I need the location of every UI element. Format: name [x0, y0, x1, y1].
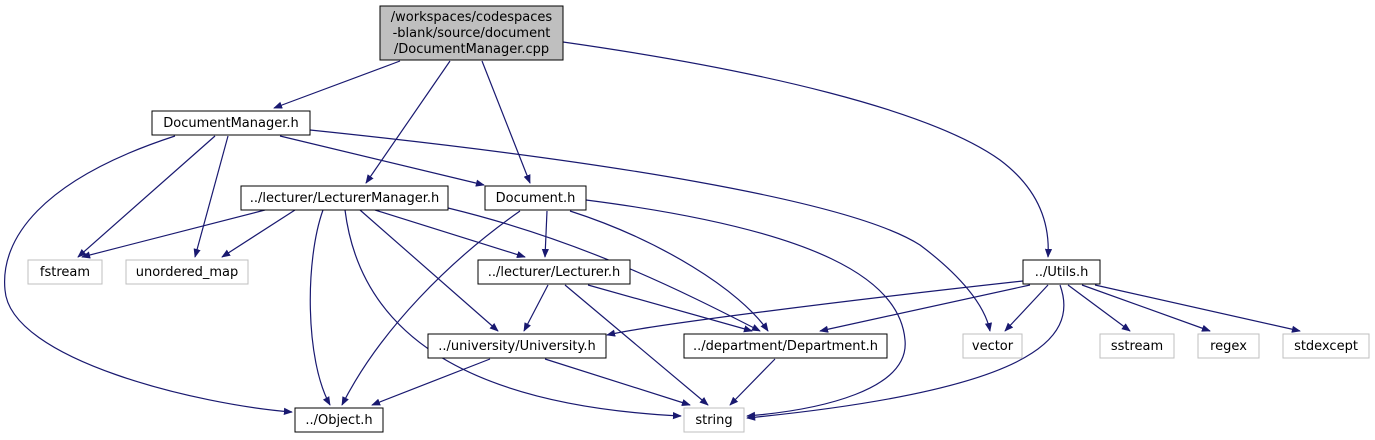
node-sstream: sstream — [1099, 333, 1175, 359]
node-label: ../lecturer/LecturerManager.h — [250, 191, 440, 206]
edge-documentmanager_h-to-vector — [309, 129, 992, 332]
node-box — [240, 185, 449, 211]
edge-department_h-to-string — [729, 358, 776, 406]
node-stdexcept: stdexcept — [1282, 333, 1370, 359]
edge-utils_h-to-sstream — [1067, 284, 1131, 332]
edge-documentmanager_h-to-document_h — [279, 135, 485, 187]
node-box — [484, 185, 587, 211]
edge-documentmanager_h-to-unordered_map — [193, 135, 229, 258]
edge-lecturermanager_h-to-unordered_map — [221, 209, 296, 258]
node-label: DocumentManager.h — [163, 116, 299, 131]
edge-utils_h-to-university_h — [606, 280, 1024, 337]
edge-lecturer_h-to-string — [564, 284, 709, 406]
node-box — [1099, 333, 1175, 359]
node-box — [151, 110, 311, 136]
edge-utils_h-to-vector — [1004, 284, 1049, 332]
node-document_h[interactable]: Document.h — [484, 185, 587, 211]
node-label: ../department/Department.h — [693, 339, 878, 354]
edge-lecturermanager_h-to-object_h — [309, 209, 331, 406]
edge-document_h-to-lecturer_h — [541, 210, 549, 258]
edge-root-to-documentmanager_h — [273, 60, 401, 109]
node-vector: vector — [962, 333, 1023, 359]
node-box — [27, 259, 103, 285]
node-label: -blank/source/document — [393, 26, 551, 41]
node-department_h[interactable]: ../department/Department.h — [683, 333, 888, 359]
node-object_h[interactable]: ../Object.h — [294, 407, 384, 433]
node-label: ../university/University.h — [438, 339, 595, 354]
edge-university_h-to-object_h — [371, 358, 491, 406]
edge-lecturermanager_h-to-lecturer_h — [374, 209, 526, 259]
edge-root-to-utils_h — [562, 41, 1053, 258]
node-utils_h[interactable]: ../Utils.h — [1022, 259, 1101, 285]
edge-documentmanager_h-to-object_h — [3, 135, 293, 415]
node-lecturermanager_h[interactable]: ../lecturer/LecturerManager.h — [240, 185, 449, 211]
edge-utils_h-to-stdexcept — [1094, 284, 1301, 333]
node-box — [1282, 333, 1370, 359]
node-box — [683, 407, 745, 433]
node-label: /workspaces/codespaces — [391, 10, 553, 25]
node-box — [294, 407, 384, 433]
edge-documentmanager_h-to-fstream — [77, 135, 216, 258]
edges-layer — [3, 41, 1301, 421]
node-label: Document.h — [496, 191, 576, 206]
edge-root-to-document_h — [481, 60, 531, 184]
edge-university_h-to-string — [544, 358, 691, 406]
node-box — [379, 5, 564, 61]
node-label: sstream — [1111, 339, 1163, 354]
edge-document_h-to-string — [585, 199, 906, 419]
node-box — [1022, 259, 1101, 285]
edge-utils_h-to-regex — [1081, 284, 1211, 332]
node-label: string — [695, 413, 732, 428]
edge-utils_h-to-string — [746, 284, 1065, 421]
node-label: ../lecturer/Lecturer.h — [488, 265, 621, 280]
edge-lecturermanager_h-to-fstream — [81, 209, 266, 259]
node-label: vector — [972, 339, 1014, 354]
edge-root-to-lecturermanager_h — [365, 60, 451, 184]
node-box — [962, 333, 1023, 359]
edge-lecturer_h-to-department_h — [587, 284, 753, 333]
node-lecturer_h[interactable]: ../lecturer/Lecturer.h — [477, 259, 631, 285]
node-documentmanager_h[interactable]: DocumentManager.h — [151, 110, 311, 136]
nodes-layer: /workspaces/codespaces-blank/source/docu… — [27, 5, 1370, 433]
node-university_h[interactable]: ../university/University.h — [427, 333, 607, 359]
node-label: ../Object.h — [305, 413, 372, 428]
node-box — [125, 259, 249, 285]
node-regex: regex — [1197, 333, 1260, 359]
node-box — [683, 333, 888, 359]
node-fstream: fstream — [27, 259, 103, 285]
node-label: unordered_map — [136, 265, 239, 280]
edge-document_h-to-object_h — [341, 210, 521, 406]
node-label: regex — [1210, 339, 1247, 354]
node-label: stdexcept — [1294, 339, 1358, 354]
edge-lecturer_h-to-university_h — [523, 284, 549, 332]
node-root[interactable]: /workspaces/codespaces-blank/source/docu… — [379, 5, 564, 61]
edge-document_h-to-department_h — [569, 210, 769, 332]
node-label: fstream — [40, 265, 90, 280]
edge-lecturermanager_h-to-university_h — [359, 209, 499, 332]
node-box — [427, 333, 607, 359]
edge-utils_h-to-department_h — [819, 284, 1031, 333]
node-label: /DocumentManager.cpp — [394, 42, 549, 57]
node-box — [1197, 333, 1260, 359]
node-unordered_map: unordered_map — [125, 259, 249, 285]
node-string: string — [683, 407, 745, 433]
node-box — [477, 259, 631, 285]
node-label: ../Utils.h — [1035, 265, 1089, 280]
